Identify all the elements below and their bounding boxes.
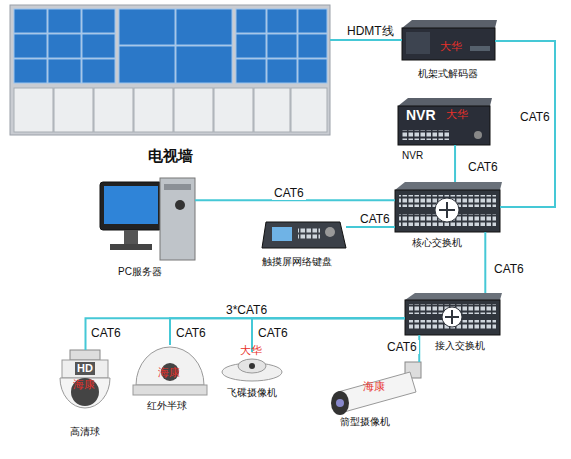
device-label: HD [75,362,95,375]
cable-label: 3*CAT6 [224,303,269,317]
device-label: 核心交换机 [412,237,462,249]
nvr-device: NVR大华NVR [398,100,490,145]
cable-line [484,232,486,293]
pc-server: PC服务器 [100,178,195,260]
bullet-camera: 海康箭型摄像机 [318,362,423,410]
cable-label: CAT6 [358,212,392,226]
device-label: 箭型摄像机 [340,416,390,428]
cable-label: CAT6 [492,262,526,276]
fisheye-camera [222,359,282,381]
device-label: 电视墙 [148,147,193,165]
brand-label: 海康 [158,366,180,379]
cable-label: CAT6 [174,326,208,340]
cable-label: CAT6 [385,340,419,354]
device-label: 触摸屏网络键盘 [262,256,332,268]
network-keyboard [262,222,346,248]
ptz-camera [60,350,110,408]
brand-label: 大华 [240,344,262,357]
device-label: NVR [402,150,423,162]
decoder-device: 大华机架式解码器 [402,22,495,60]
cable-line [330,39,402,41]
device-label: PC服务器 [118,266,162,278]
fisheye-camera: 大华飞碟摄像机 [222,352,282,382]
cable-label: HDMT线 [345,24,396,38]
brand-label: 海康 [73,378,95,391]
pc-server [100,178,195,260]
switch-device [395,182,502,232]
cable-label: CAT6 [89,326,123,340]
dome-camera: 海康红外半球 [135,345,205,397]
cable-line [170,318,405,345]
cable-line [495,41,555,207]
nvr-device [398,98,492,145]
device-label: 高清球 [70,426,100,438]
device-label: 红外半球 [147,400,187,412]
video-wall: 电视墙 [10,5,330,135]
device-label: 机架式解码器 [418,68,478,80]
cable-line [454,145,456,182]
cable-label: CAT6 [272,186,306,200]
cable-line [252,318,405,352]
dome-camera [133,347,207,395]
brand-label: 大华 [446,108,468,121]
cable-label: CAT6 [256,326,290,340]
core-switch: 核心交换机 [395,182,500,232]
video-wall [10,5,330,135]
brand-label: 大华 [440,40,462,53]
device-label: NVR [406,107,436,124]
brand-label: 海康 [363,380,385,393]
cable-label: CAT6 [518,110,552,124]
network-keyboard: 触摸屏网络键盘 [258,218,346,248]
access-switch: 接入交换机 [405,293,500,335]
decoder-device [402,20,497,60]
ptz-camera: HD海康高清球 [58,350,113,420]
device-label: 接入交换机 [435,340,485,352]
bullet-camera [331,362,421,415]
cable-label: CAT6 [466,160,500,174]
device-label: 飞碟摄像机 [227,387,277,399]
switch-device [405,293,502,335]
